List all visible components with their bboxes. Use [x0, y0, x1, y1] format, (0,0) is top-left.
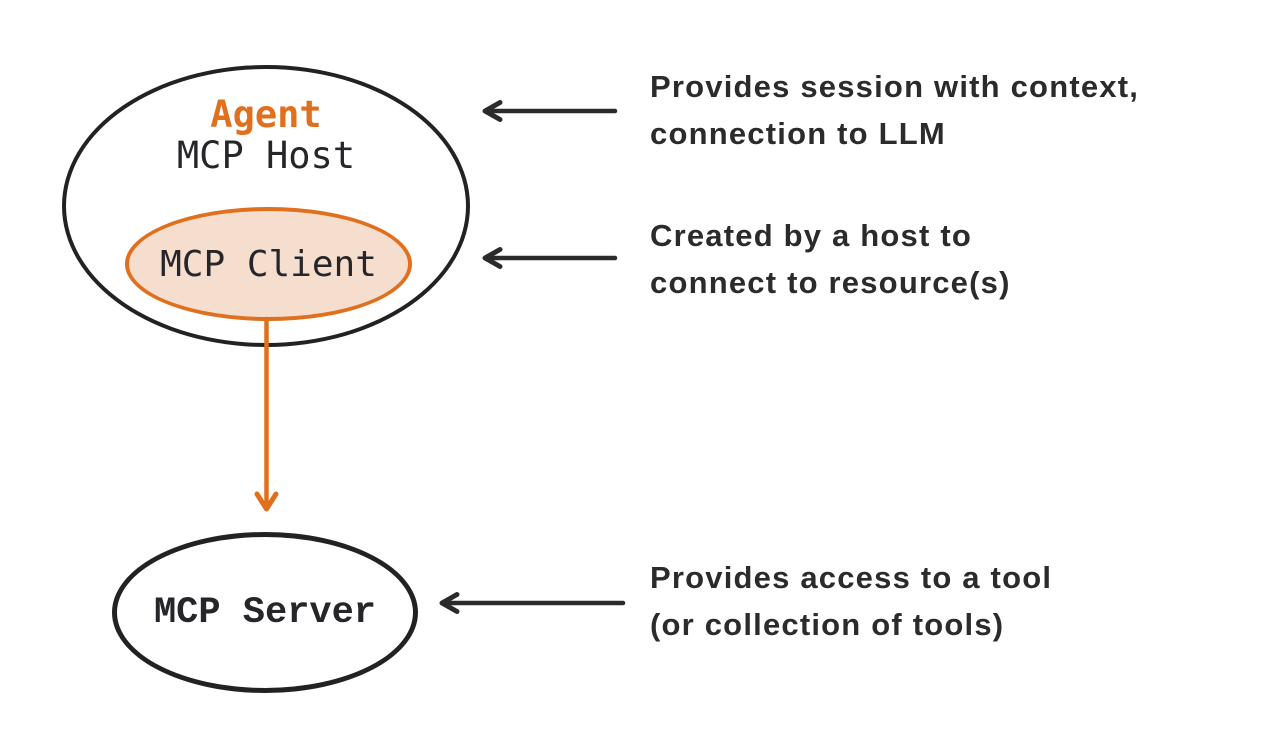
- mcp-client-label: MCP Client: [160, 243, 377, 285]
- agent-label: Agent: [210, 93, 322, 136]
- mcp-client-node: MCP Client: [125, 207, 412, 321]
- client-to-server-arrow: [254, 316, 279, 512]
- note-server-arrow-icon: [439, 592, 626, 614]
- mcp-server-label: MCP Server: [153, 591, 377, 634]
- mcp-server-node: MCP Server: [112, 532, 418, 693]
- note-client-arrow-icon: [482, 247, 618, 269]
- note-host: Provides session with context, connectio…: [650, 63, 1139, 157]
- note-client: Created by a host to connect to resource…: [650, 212, 1011, 306]
- note-line: connection to LLM: [650, 116, 946, 151]
- note-line: Provides access to a tool: [650, 560, 1053, 595]
- mcp-host-label: MCP Host: [176, 134, 356, 177]
- note-line: (or collection of tools): [650, 607, 1005, 642]
- note-host-arrow-icon: [482, 100, 618, 122]
- note-line: Provides session with context,: [650, 69, 1140, 104]
- note-line: connect to resource(s): [650, 265, 1011, 300]
- note-line: Created by a host to: [650, 218, 972, 253]
- note-server: Provides access to a tool (or collection…: [650, 554, 1052, 648]
